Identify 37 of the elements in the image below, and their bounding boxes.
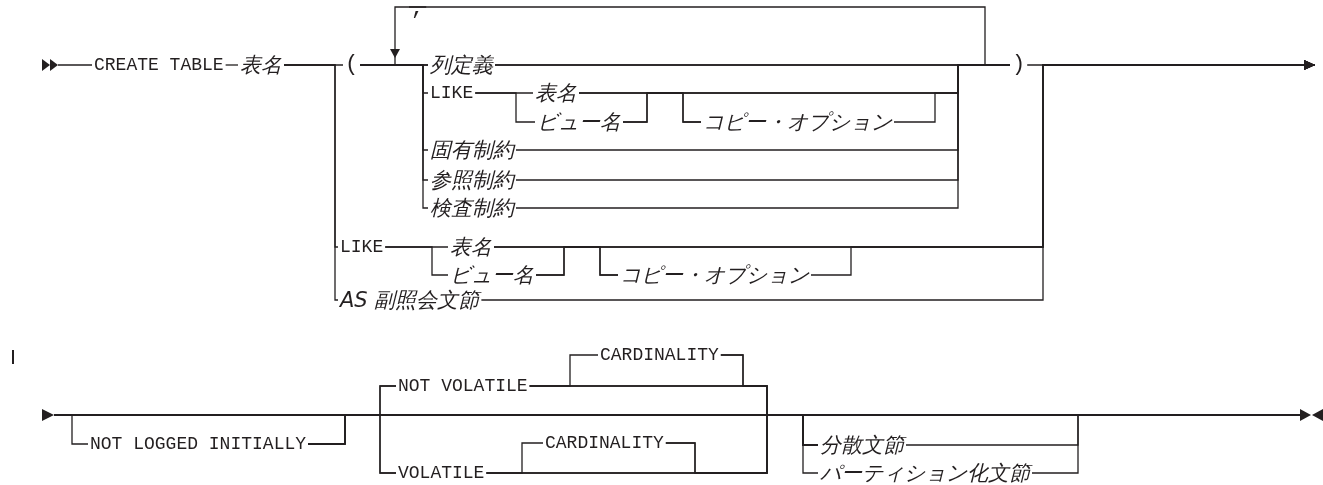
track-line — [515, 64, 1011, 209]
track-line — [384, 246, 449, 276]
syntax-symbol: , — [409, 0, 427, 21]
syntax-variable: AS 副照会文節 — [338, 289, 482, 311]
syntax-keyword: NOT LOGGED INITIALLY — [88, 434, 309, 454]
track-line — [283, 64, 339, 301]
syntax-variable: 検査制約 — [428, 197, 516, 219]
syntax-variable: 表名 — [448, 236, 494, 258]
syntax-variable: コピー・オプション — [701, 111, 894, 133]
syntax-keyword: CREATE TABLE — [92, 55, 226, 75]
track-line — [225, 64, 239, 66]
syntax-variable: ビュー名 — [535, 111, 623, 133]
track-line — [390, 6, 429, 66]
track-line — [359, 64, 429, 209]
track-line — [480, 60, 1316, 301]
track-line — [474, 92, 536, 123]
syntax-variable: 固有制約 — [428, 139, 516, 161]
syntax-variable: 表名 — [238, 54, 284, 76]
syntax-variable: 表名 — [533, 82, 579, 104]
syntax-symbol: ) — [1010, 53, 1028, 77]
syntax-variable: 列定義 — [428, 54, 495, 76]
syntax-symbol: ( — [343, 53, 361, 77]
track-line — [57, 64, 93, 66]
syntax-variable: パーティション化文節 — [818, 462, 1032, 484]
continuation-start-symbol — [42, 409, 54, 421]
syntax-keyword: VOLATILE — [396, 463, 487, 483]
syntax-keyword: CARDINALITY — [543, 433, 666, 453]
syntax-keyword: LIKE — [428, 83, 476, 103]
syntax-variable: 参照制約 — [428, 169, 516, 191]
statement-start-symbol — [42, 59, 58, 71]
syntax-variable: ビュー名 — [448, 264, 536, 286]
syntax-variable: 分散文節 — [818, 434, 906, 456]
syntax-keyword: NOT VOLATILE — [396, 376, 530, 396]
syntax-variable: コピー・オプション — [618, 264, 811, 286]
syntax-keyword: LIKE — [338, 237, 386, 257]
syntax-keyword: CARDINALITY — [598, 345, 721, 365]
statement-end-symbol — [1300, 409, 1323, 421]
